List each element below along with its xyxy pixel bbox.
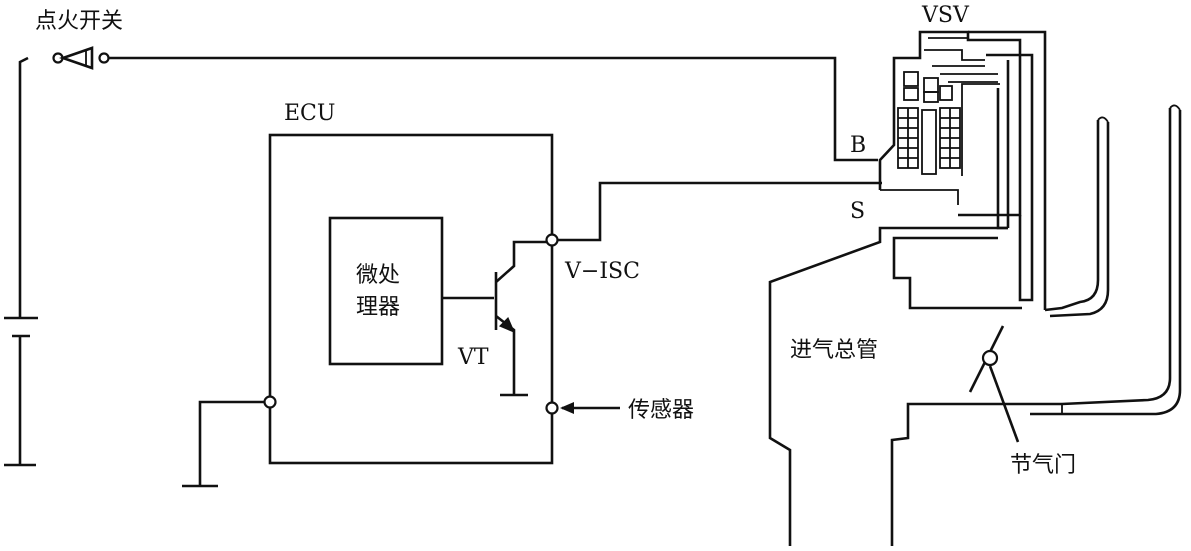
wire-v-isc-to-vsv-s xyxy=(558,181,882,242)
sensor-terminal xyxy=(545,401,559,415)
v-isc-terminal xyxy=(545,233,559,247)
ignition-switch-label: 点火开关 xyxy=(35,9,123,34)
ignition-switch-icon xyxy=(52,46,110,70)
intake-tube-upper xyxy=(1044,116,1110,318)
throttle-valve-icon xyxy=(968,325,1020,443)
microprocessor-label-line2: 理器 xyxy=(356,295,400,320)
sensor-arrow-icon xyxy=(560,402,620,414)
ecu-label: ECU xyxy=(284,101,335,126)
intake-manifold-label: 进气总管 xyxy=(790,338,878,363)
ground-icon xyxy=(182,400,264,488)
microprocessor-box xyxy=(328,216,444,366)
ecu-ground-terminal xyxy=(263,395,277,409)
intake-manifold xyxy=(768,226,1030,546)
battery xyxy=(4,56,38,467)
transistor-label: VT xyxy=(457,345,489,370)
wire-ignition-to-vsv-b xyxy=(108,56,878,162)
intake-tube-lower xyxy=(1030,104,1182,416)
sensor-label: 传感器 xyxy=(628,398,694,423)
transistor-icon xyxy=(442,240,552,397)
vsv-terminal-b-label: B xyxy=(850,133,866,158)
vsv-valve xyxy=(878,30,1022,217)
throttle-valve-label: 节气门 xyxy=(1010,453,1076,478)
ecu-box xyxy=(268,133,554,465)
microprocessor-label-line1: 微处 xyxy=(356,263,400,288)
vsv-terminal-s-label: S xyxy=(850,199,865,224)
vsv-label: VSV xyxy=(921,3,970,28)
v-isc-label: V−ISC xyxy=(564,259,640,284)
